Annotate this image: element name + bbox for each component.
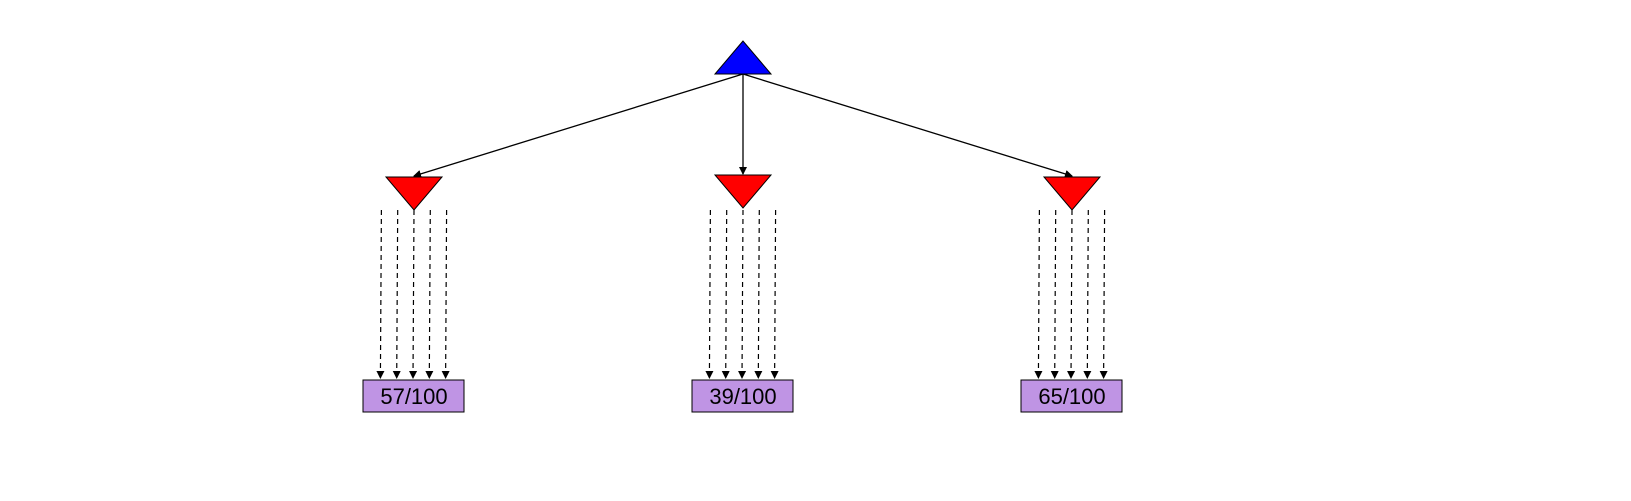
chance-node-triangle-down-icon <box>384 176 444 211</box>
leaf-label: 57/100 <box>380 384 447 409</box>
leaf-box <box>691 379 794 413</box>
leaf-box <box>362 379 465 413</box>
sample-arrow <box>754 209 763 379</box>
sample-arrow <box>705 209 714 379</box>
sample-arrow <box>409 209 418 379</box>
leaf-box <box>1020 379 1123 413</box>
branch-edge-1 <box>413 73 744 178</box>
sample-arrow <box>721 209 730 379</box>
sample-arrow <box>1034 209 1043 379</box>
sample-arrow <box>425 209 434 379</box>
sample-arrow <box>770 209 779 379</box>
sample-arrow <box>738 209 747 379</box>
sample-arrow <box>1083 209 1092 379</box>
chance-node-triangle-down-icon <box>1042 176 1102 211</box>
sample-arrow <box>392 209 401 379</box>
branch-edge-3 <box>742 73 1073 178</box>
leaf-label: 39/100 <box>709 384 776 409</box>
leaf-label: 65/100 <box>1038 384 1105 409</box>
root-decision-node-triangle-up-icon <box>713 40 773 75</box>
sample-arrow <box>376 209 385 379</box>
chance-node-triangle-down-icon <box>713 174 773 209</box>
sample-arrow <box>441 209 450 379</box>
sample-arrow <box>1099 209 1108 379</box>
sample-arrow <box>1067 209 1076 379</box>
sample-arrow <box>1050 209 1059 379</box>
